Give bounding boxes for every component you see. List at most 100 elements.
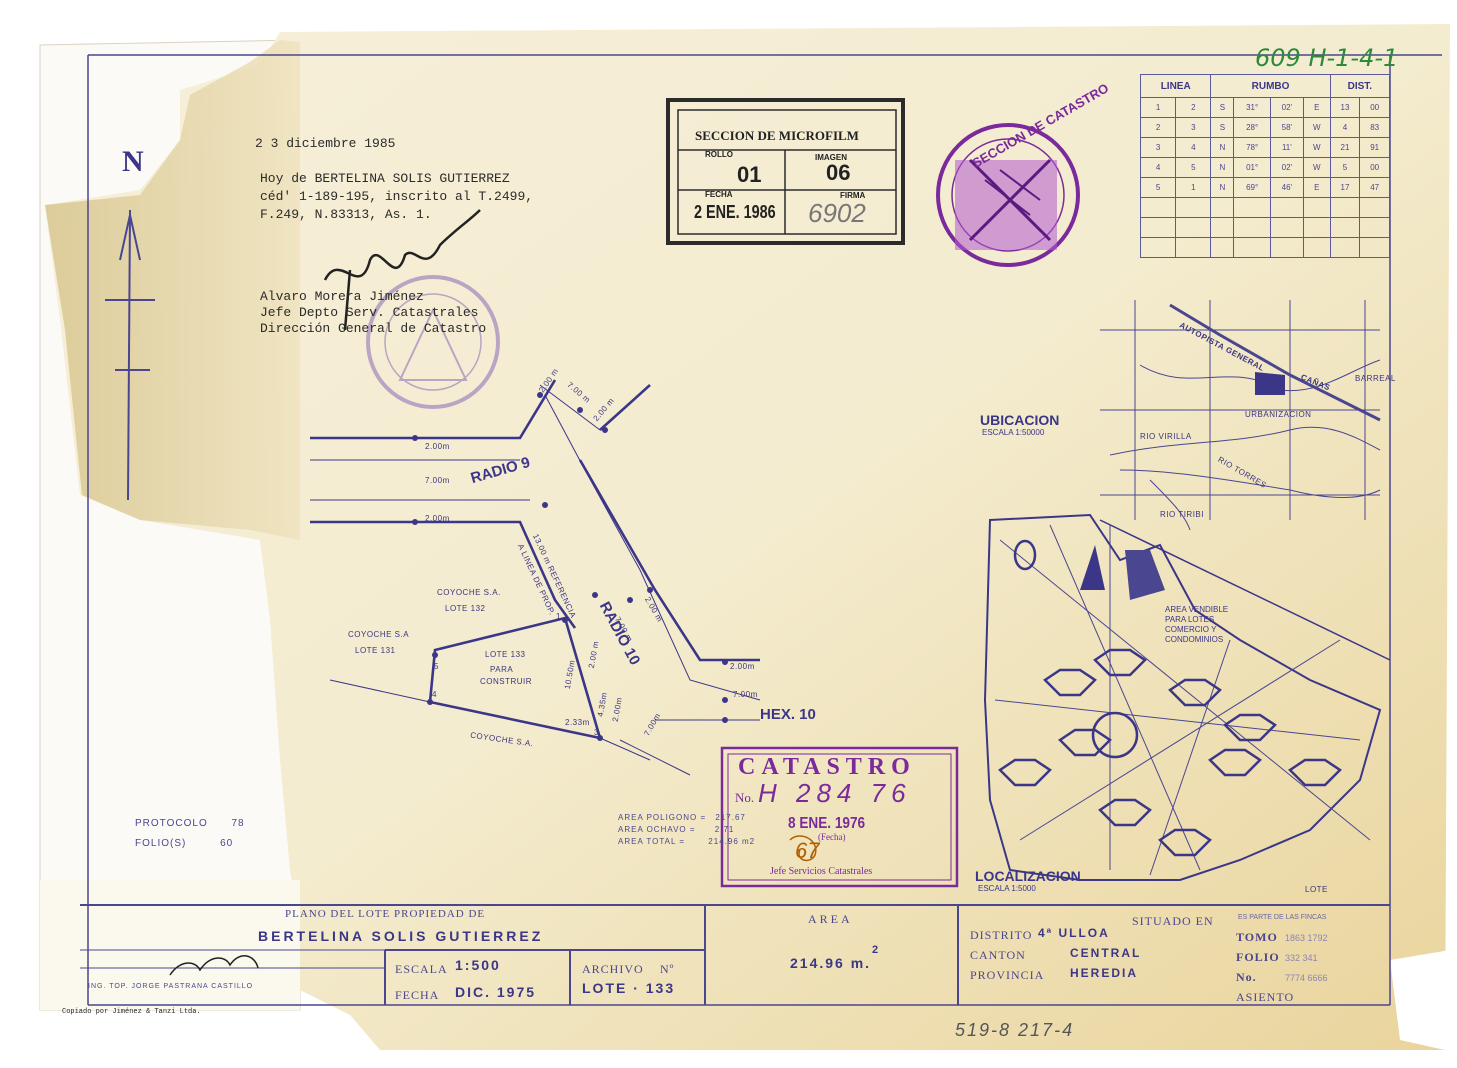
- table-cell: 17: [1329, 177, 1361, 198]
- map-label: RIO VIRILLA: [1140, 432, 1192, 441]
- localizacion-title: LOCALIZACION: [975, 868, 1081, 884]
- table-cell: S: [1210, 117, 1235, 138]
- fecha-tb-value: DIC. 1975: [455, 984, 537, 1000]
- copy-note: Copiado por Jiménez & Tanzi Ltda.: [62, 1008, 201, 1016]
- catastro-handwritten: 67: [795, 838, 820, 863]
- folio-label: FOLIO(S): [135, 838, 187, 849]
- area-label: AREA OCHAVO =: [618, 825, 696, 834]
- table-cell: 21: [1329, 137, 1361, 158]
- signer-title: Jefe Depto Serv. Catastrales: [260, 305, 479, 320]
- table-cell: 28°: [1233, 117, 1271, 138]
- table-cell: 02': [1269, 157, 1304, 178]
- table-cell: S: [1210, 97, 1235, 118]
- corner-label: 4: [432, 690, 437, 699]
- microfilm-title: SECCION DE MICROFILM: [695, 128, 859, 143]
- tomo-value: 1863 1792: [1285, 933, 1328, 943]
- imagen-label: IMAGEN: [815, 153, 847, 162]
- catastro-title: CATASTRO: [738, 754, 916, 780]
- map-label: URBANIZACION: [1245, 410, 1312, 419]
- situado-label: SITUADO EN: [1132, 914, 1214, 928]
- archivo-value: LOTE · 133: [582, 980, 676, 996]
- table-cell: 00: [1359, 157, 1390, 178]
- map-label: RIO TIRIBI: [1160, 510, 1204, 519]
- catastro-number: H 284 76: [758, 778, 912, 808]
- table-row-empty: [1139, 197, 1390, 218]
- table-cell: 3: [1175, 117, 1212, 138]
- neighbor-label: LOTE 131: [355, 646, 396, 655]
- table-cell: 4: [1175, 137, 1212, 158]
- dimension-label: 2.33m: [565, 718, 590, 727]
- table-cell: 2: [1175, 97, 1212, 118]
- dimension-label: 2.00m: [730, 662, 755, 671]
- archivo-no-label: Nº: [660, 962, 675, 976]
- catastro-signature-label: Jefe Servicios Catastrales: [770, 866, 873, 877]
- table-cell: W: [1302, 117, 1331, 138]
- lot-label: LOTE 133: [485, 650, 526, 659]
- rollo-label: ROLLO: [705, 150, 733, 159]
- microfilm-stamp-frame: [666, 98, 905, 245]
- ubicacion-scale: ESCALA 1:50000: [982, 428, 1045, 437]
- catastro-no-label: No.: [735, 790, 755, 805]
- neighbor-label: LOTE 132: [445, 604, 486, 613]
- localizacion-scale: ESCALA 1:5000: [978, 884, 1036, 893]
- table-cell: W: [1302, 137, 1331, 158]
- title-block-frame: [80, 904, 1390, 1005]
- firma-label: FIRMA: [840, 191, 866, 200]
- catastro-stamp-frame: [720, 746, 959, 888]
- column-header: DIST.: [1329, 74, 1391, 98]
- table-cell: E: [1302, 97, 1331, 118]
- lot-label: PARA: [490, 665, 514, 674]
- areas-block: AREA POLIGONO = 217.67 AREA OCHAVO = 2.7…: [618, 812, 755, 848]
- escala-value: 1:500: [455, 957, 501, 973]
- distrito-value: 4ª ULLOA: [1038, 926, 1110, 940]
- table-cell: 4: [1329, 117, 1361, 138]
- table-cell: 01°: [1233, 157, 1271, 178]
- provincia-label: PROVINCIA: [970, 968, 1045, 982]
- area-tb-label: AREA: [808, 912, 853, 926]
- table-cell: 78°: [1233, 137, 1271, 158]
- table-cell: 31°: [1233, 97, 1271, 118]
- table-cell: 1: [1139, 97, 1177, 118]
- table-cell: 69°: [1233, 177, 1271, 198]
- dimension-label: 2.00m: [425, 514, 450, 523]
- area-value: 2.71: [714, 825, 735, 834]
- tomo-label: TOMO: [1236, 930, 1278, 944]
- area-vendible-line: CONDOMINIOS: [1165, 635, 1224, 644]
- table-cell: E: [1302, 177, 1331, 198]
- signer-name: Alvaro Morera Jiménez: [260, 289, 424, 304]
- table-cell: 00: [1359, 97, 1390, 118]
- table-cell: 91: [1359, 137, 1390, 158]
- no-tb-value: 7774 6666: [1285, 973, 1328, 983]
- neighbor-label: COYOCHE S.A.: [437, 588, 501, 597]
- neighbor-label: COYOCHE S.A: [348, 630, 410, 639]
- canton-value: CENTRAL: [1070, 946, 1142, 960]
- table-cell: 1: [1175, 177, 1212, 198]
- table-row-empty: [1139, 217, 1390, 238]
- provincia-value: HEREDIA: [1070, 966, 1139, 980]
- plano-label: PLANO DEL LOTE PROPIEDAD DE: [285, 908, 486, 920]
- column-header: LINEA: [1139, 74, 1212, 98]
- table-cell: 13: [1329, 97, 1361, 118]
- rollo-value: 01: [737, 162, 762, 187]
- table-header-row: LINEA RUMBO DIST.: [1139, 74, 1391, 98]
- table-cell: N: [1210, 177, 1235, 198]
- table-cell: N: [1210, 137, 1235, 158]
- folio-tb-value: 332 341: [1285, 953, 1318, 963]
- annotation-line: Hoy de BERTELINA SOLIS GUTIERREZ: [260, 171, 510, 186]
- table-cell: W: [1302, 157, 1331, 178]
- hexagons: [998, 539, 1342, 857]
- corner-label: 3: [594, 728, 599, 737]
- ubicacion-map: [1100, 300, 1381, 531]
- corner-label: 5: [434, 662, 439, 671]
- area-vendible-label: AREA VENDIBLE PARA LOTES COMERCIO Y COND…: [1165, 605, 1228, 645]
- table-cell: 5: [1175, 157, 1212, 178]
- lot-label: CONSTRUIR: [480, 677, 533, 686]
- table-cell: 4: [1139, 157, 1177, 178]
- north-label: N: [122, 145, 144, 178]
- corner-label: 1: [556, 612, 561, 621]
- folio-tb-label: FOLIO: [1236, 950, 1280, 964]
